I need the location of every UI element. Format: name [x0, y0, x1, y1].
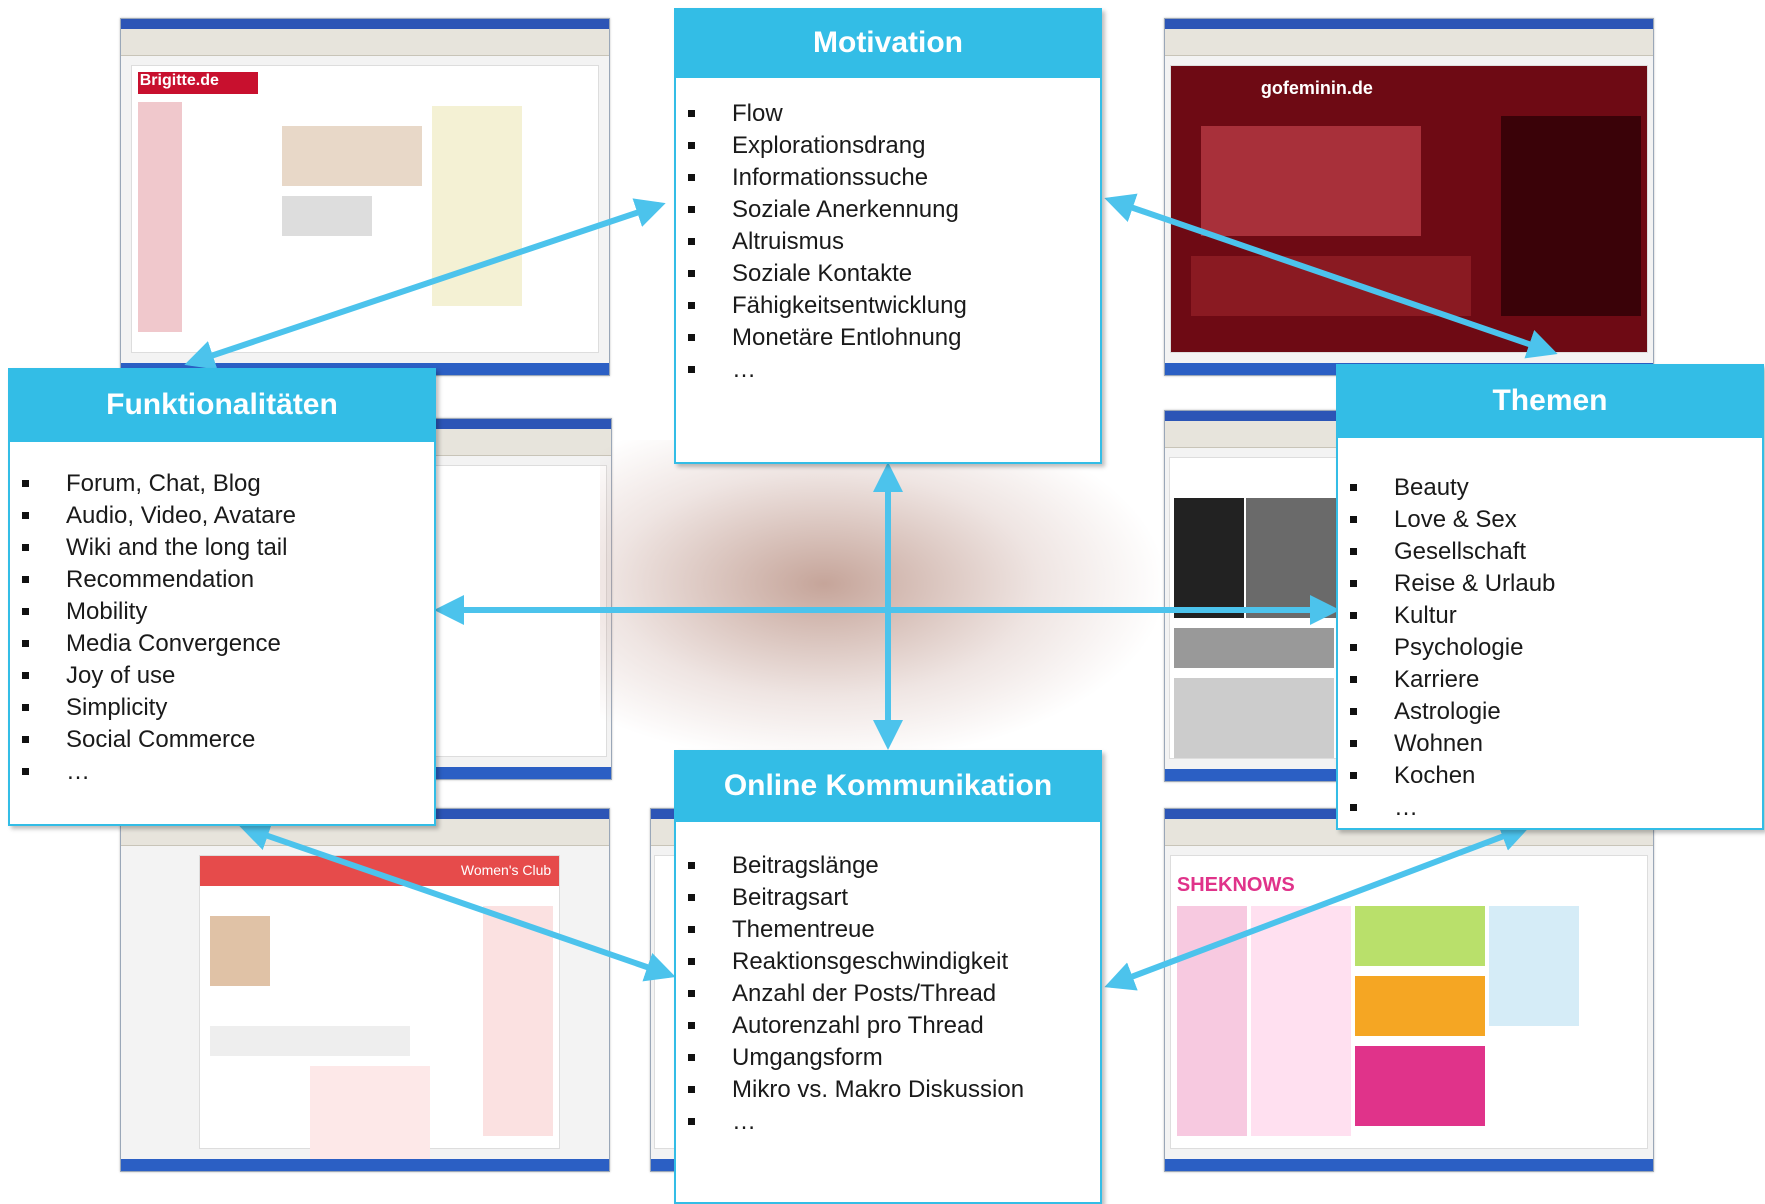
funktionalitaeten-item: Joy of use	[10, 660, 434, 692]
themen-item: …	[1338, 792, 1762, 824]
arrow-online-kommunikation-themen	[1104, 822, 1531, 991]
motivation-item: …	[676, 354, 1100, 386]
funktionalitaeten-item: Forum, Chat, Blog	[10, 468, 434, 500]
arrow-motivation-themen	[1104, 193, 1558, 359]
motivation-item: Flow	[676, 98, 1100, 130]
online-kommunikation-item: Anzahl der Posts/Thread	[676, 978, 1100, 1010]
themen-list: Beauty Love & Sex Gesellschaft Reise & U…	[1338, 438, 1762, 824]
motivation-box: Motivation Flow Explorationsdrang Inform…	[674, 8, 1102, 464]
brigitte-logo: Brigitte.de	[139, 72, 219, 89]
online-kommunikation-item: Beitragsart	[676, 882, 1100, 914]
arrow-motivation-funktionalitaeten	[184, 198, 666, 370]
funktionalitaeten-title: Funktionalitäten	[8, 368, 436, 442]
themen-item: Reise & Urlaub	[1338, 568, 1762, 600]
motivation-item: Soziale Kontakte	[676, 258, 1100, 290]
themen-item: Beauty	[1338, 472, 1762, 504]
themen-item: Wohnen	[1338, 728, 1762, 760]
themen-item: Psychologie	[1338, 632, 1762, 664]
themen-item: Kultur	[1338, 600, 1762, 632]
online-kommunikation-item: Mikro vs. Makro Diskussion	[676, 1074, 1100, 1106]
themen-title: Themen	[1336, 364, 1764, 438]
online-kommunikation-item: Thementreue	[676, 914, 1100, 946]
funktionalitaeten-box: Funktionalitäten Forum, Chat, Blog Audio…	[8, 368, 436, 826]
online-kommunikation-box: Online Kommunikation Beitragslänge Beitr…	[674, 750, 1102, 1204]
motivation-item: Altruismus	[676, 226, 1100, 258]
arrow-online-kommunikation-funktionalitaeten	[239, 821, 676, 982]
motivation-item: Soziale Anerkennung	[676, 194, 1100, 226]
online-kommunikation-item: Autorenzahl pro Thread	[676, 1010, 1100, 1042]
funktionalitaeten-item: Wiki and the long tail	[10, 532, 434, 564]
themen-item: Astrologie	[1338, 696, 1762, 728]
themen-box: Themen Beauty Love & Sex Gesellschaft Re…	[1336, 364, 1764, 830]
online-kommunikation-item: Umgangsform	[676, 1042, 1100, 1074]
motivation-list: Flow Explorationsdrang Informationssuche…	[676, 78, 1100, 386]
themen-item: Love & Sex	[1338, 504, 1762, 536]
motivation-item: Informationssuche	[676, 162, 1100, 194]
funktionalitaeten-item: Mobility	[10, 596, 434, 628]
motivation-item: Monetäre Entlohnung	[676, 322, 1100, 354]
funktionalitaeten-item: Media Convergence	[10, 628, 434, 660]
gofeminin-logo: gofeminin.de	[1260, 78, 1373, 98]
online-kommunikation-item: Beitragslänge	[676, 850, 1100, 882]
themen-item: Gesellschaft	[1338, 536, 1762, 568]
funktionalitaeten-list: Forum, Chat, Blog Audio, Video, Avatare …	[10, 442, 434, 788]
motivation-title: Motivation	[674, 8, 1102, 78]
funktionalitaeten-item: Simplicity	[10, 692, 434, 724]
motivation-item: Explorationsdrang	[676, 130, 1100, 162]
themen-item: Kochen	[1338, 760, 1762, 792]
themen-item: Karriere	[1338, 664, 1762, 696]
funktionalitaeten-item: Recommendation	[10, 564, 434, 596]
online-kommunikation-title: Online Kommunikation	[674, 750, 1102, 822]
motivation-item: Fähigkeitsentwicklung	[676, 290, 1100, 322]
online-kommunikation-item: …	[676, 1106, 1100, 1138]
funktionalitaeten-item: Social Commerce	[10, 724, 434, 756]
online-kommunikation-list: Beitragslänge Beitragsart Thementreue Re…	[676, 822, 1100, 1138]
funktionalitaeten-item: …	[10, 756, 434, 788]
online-kommunikation-item: Reaktionsgeschwindigkeit	[676, 946, 1100, 978]
funktionalitaeten-item: Audio, Video, Avatare	[10, 500, 434, 532]
